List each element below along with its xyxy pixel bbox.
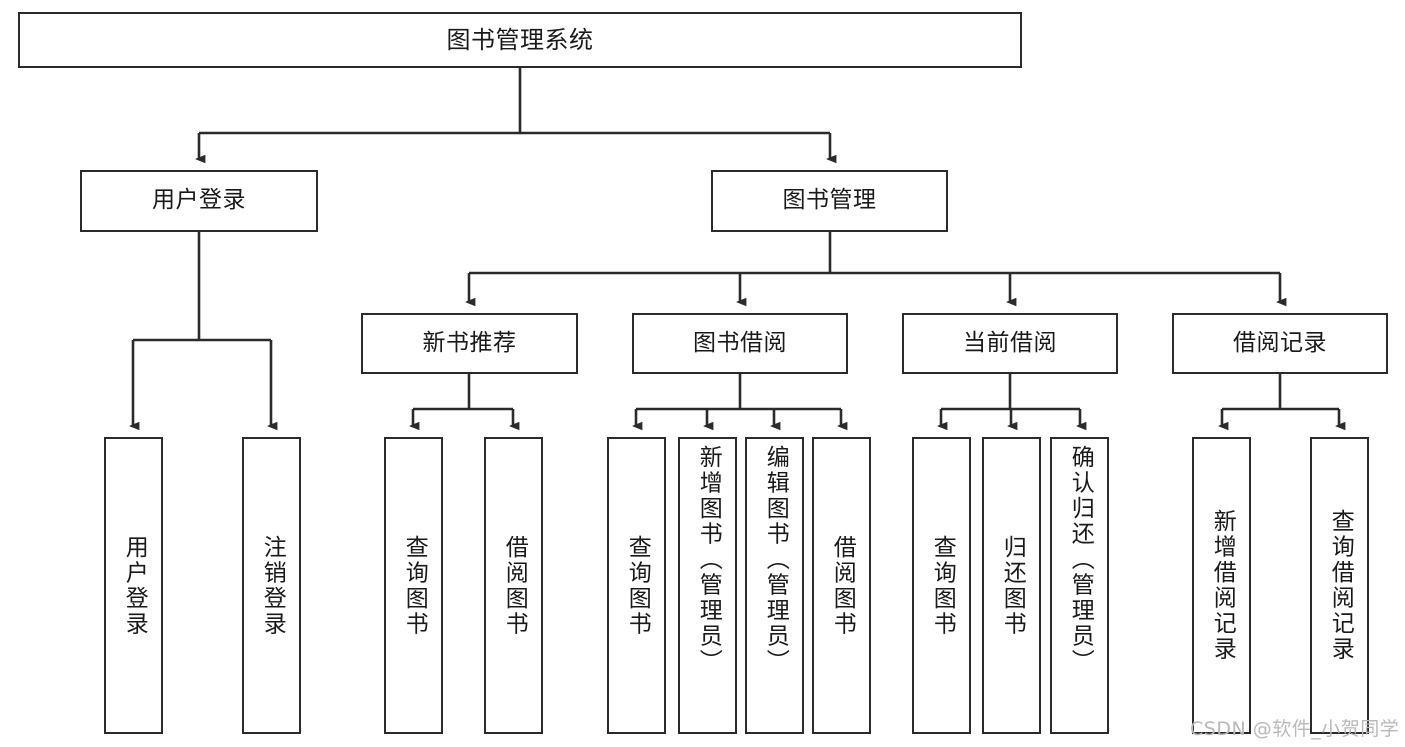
leaf-query-book-current[interactable]: 查询图书	[912, 437, 971, 734]
node-label: 新增借阅记录	[1209, 509, 1236, 662]
leaf-borrow-book-recommend[interactable]: 借阅图书	[484, 437, 543, 734]
leaf-add-book-admin[interactable]: 新增图书（管理员）	[678, 437, 737, 734]
node-label: 借阅图书	[501, 534, 528, 637]
leaf-edit-book-admin[interactable]: 编辑图书（管理员）	[745, 437, 804, 734]
node-root-book-management-system[interactable]: 图书管理系统	[18, 12, 1022, 68]
node-label: 图书借阅	[693, 329, 787, 356]
leaf-return-book[interactable]: 归还图书	[982, 437, 1041, 734]
node-label: 查询图书	[401, 534, 428, 637]
leaf-logout[interactable]: 注销登录	[242, 437, 301, 734]
node-label: 编辑图书（管理员）	[762, 445, 789, 675]
leaf-query-book-recommend[interactable]: 查询图书	[384, 437, 443, 734]
node-label: 借阅记录	[1233, 329, 1327, 356]
node-label: 图书管理系统	[446, 25, 594, 54]
node-label: 确认归还（管理员）	[1067, 445, 1094, 675]
node-label: 用户登录	[152, 187, 246, 214]
csdn-watermark: CSDN @软件_小贺同学	[1190, 718, 1400, 740]
leaf-query-borrow-record[interactable]: 查询借阅记录	[1310, 437, 1369, 734]
node-label: 查询图书	[624, 534, 651, 637]
leaf-borrow-book[interactable]: 借阅图书	[812, 437, 871, 734]
node-label: 新增图书（管理员）	[695, 445, 722, 675]
node-label: 新书推荐	[422, 329, 517, 356]
node-user-login[interactable]: 用户登录	[80, 170, 318, 232]
node-label: 用户登录	[121, 534, 148, 637]
node-label: 查询图书	[929, 534, 956, 637]
leaf-add-borrow-record[interactable]: 新增借阅记录	[1192, 437, 1251, 734]
node-label: 归还图书	[999, 534, 1026, 637]
node-label: 注销登录	[259, 534, 286, 637]
node-book-management[interactable]: 图书管理	[711, 170, 948, 232]
node-new-book-recommend[interactable]: 新书推荐	[361, 313, 578, 374]
node-label: 查询借阅记录	[1327, 509, 1354, 662]
leaf-user-login[interactable]: 用户登录	[104, 437, 163, 734]
node-borrow-record[interactable]: 借阅记录	[1172, 313, 1388, 374]
node-label: 图书管理	[782, 187, 877, 214]
node-current-borrow[interactable]: 当前借阅	[902, 313, 1118, 374]
node-label: 当前借阅	[963, 329, 1057, 356]
leaf-confirm-return-admin[interactable]: 确认归还（管理员）	[1050, 437, 1109, 734]
node-book-borrow[interactable]: 图书借阅	[632, 313, 848, 374]
node-label: 借阅图书	[829, 534, 856, 637]
leaf-query-book-borrow[interactable]: 查询图书	[607, 437, 666, 734]
